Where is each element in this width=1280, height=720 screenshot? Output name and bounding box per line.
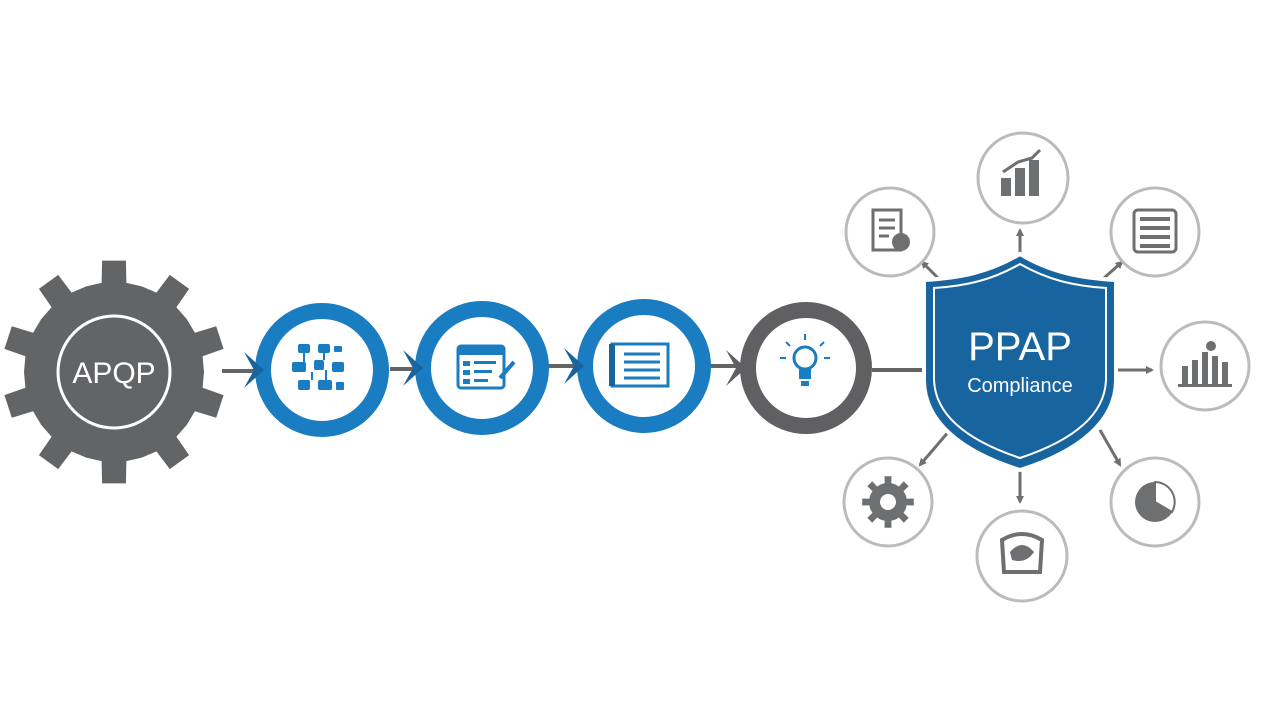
output-pie-chart xyxy=(1109,456,1201,548)
apqp-label: APQP xyxy=(72,357,155,390)
ppap-shield: PPAP Compliance xyxy=(922,251,1118,473)
calendar-checklist-icon xyxy=(456,344,516,390)
document-stamp-icon xyxy=(871,208,910,252)
process-step-planning xyxy=(244,303,389,437)
process-step-documentation xyxy=(564,299,711,433)
ppap-title: PPAP xyxy=(968,325,1072,369)
output-arrows xyxy=(918,228,1154,504)
gear-icon xyxy=(4,260,224,484)
pie-chart-icon xyxy=(1135,480,1176,522)
server-list-icon xyxy=(1132,208,1178,254)
flowchart-icon xyxy=(292,344,344,390)
gear-icon xyxy=(862,476,914,528)
document-lines-icon xyxy=(609,342,670,388)
output-bar-chart xyxy=(976,131,1070,225)
lightbulb-icon xyxy=(780,334,830,386)
process-step-scheduling xyxy=(403,301,549,435)
hand-badge-icon xyxy=(999,532,1045,574)
output-server xyxy=(1109,186,1201,278)
output-hand-badge xyxy=(975,509,1069,603)
process-step-innovation xyxy=(726,302,872,434)
ppap-subtitle: Compliance xyxy=(967,375,1073,397)
output-document xyxy=(844,186,936,278)
analytics-chart-icon xyxy=(1178,341,1232,387)
output-analytics xyxy=(1159,320,1251,412)
apqp-gear: APQP xyxy=(4,260,224,484)
bar-chart-icon xyxy=(1001,148,1042,196)
output-settings xyxy=(842,456,934,548)
